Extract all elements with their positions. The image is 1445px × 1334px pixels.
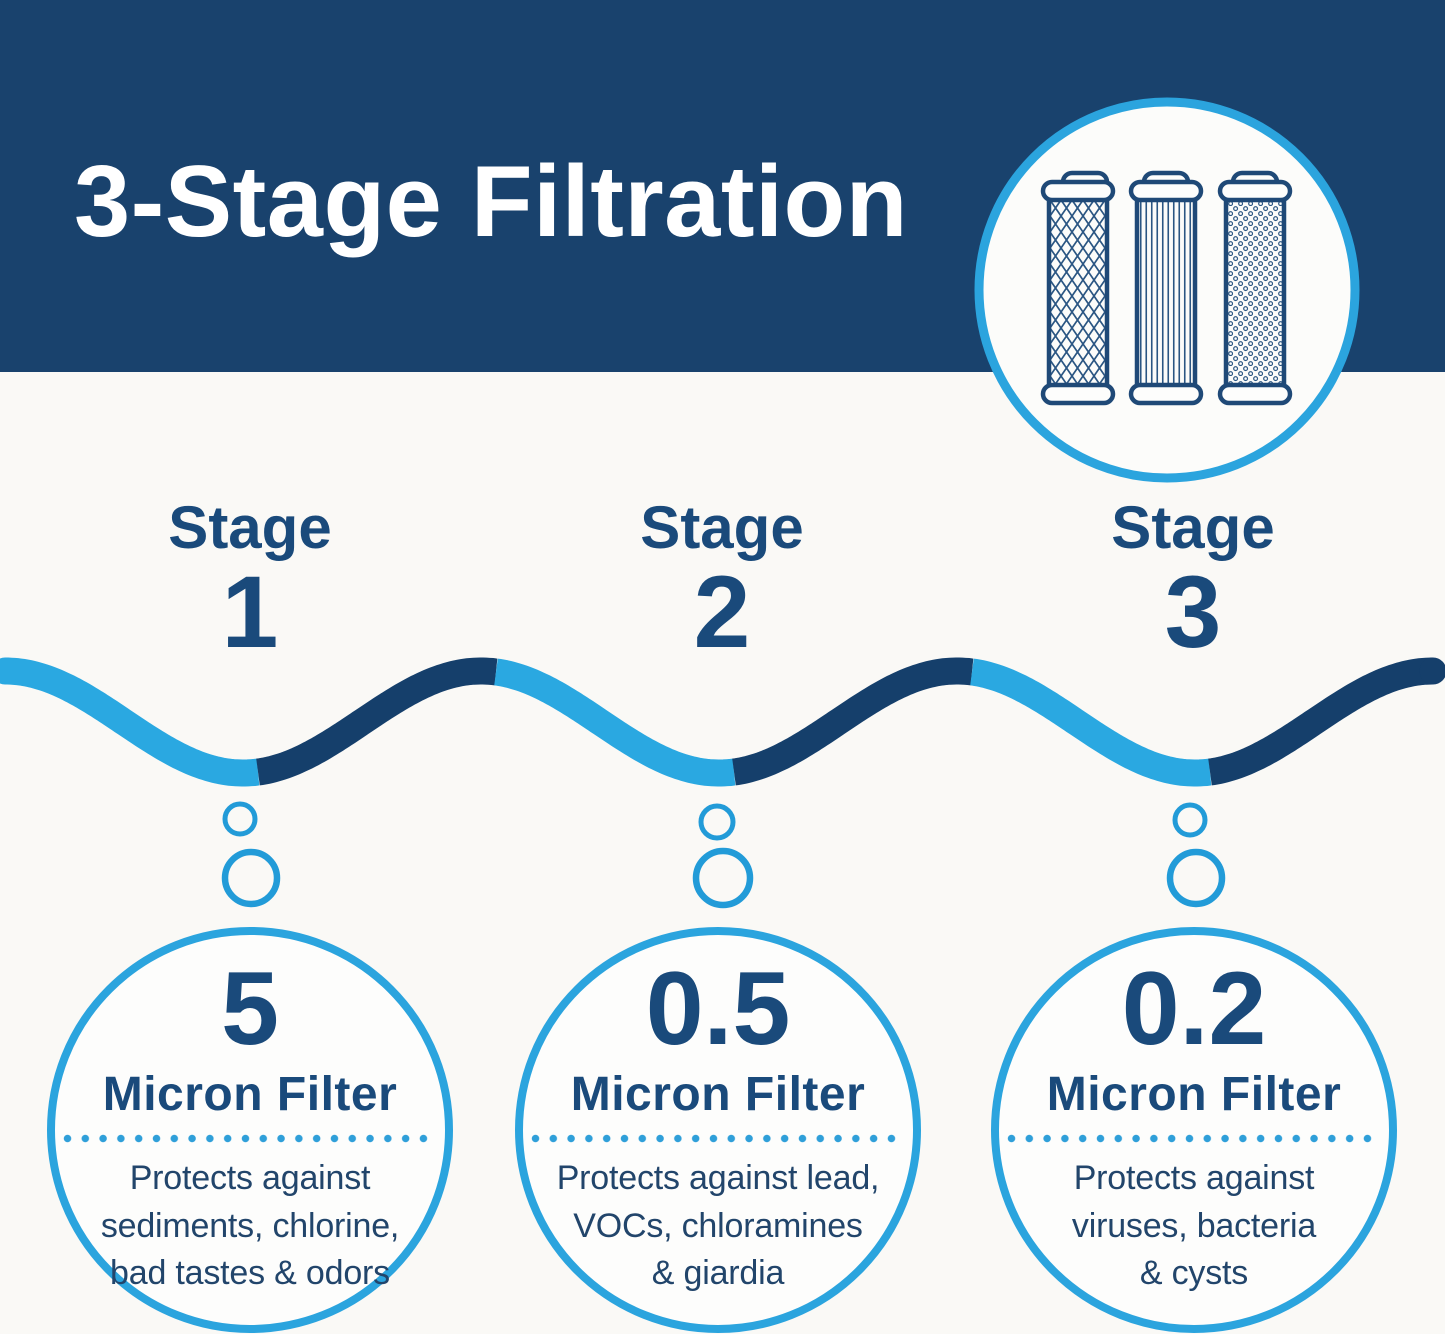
dotted-divider: [531, 1134, 905, 1143]
wave-segment: [732, 657, 974, 786]
stage-2-label: Stage: [640, 494, 804, 561]
wave-endcap: [0, 657, 19, 685]
stage-3-info-circle: 0.2 Micron Filter Protects against virus…: [991, 927, 1397, 1333]
wave-endcap: [1419, 657, 1445, 685]
wave-segment: [970, 658, 1212, 787]
stage-3-micron-value: 0.2: [1121, 951, 1267, 1067]
wave-segment: [1208, 657, 1433, 786]
stage-1-number: 1: [221, 555, 279, 669]
bubble-icon: [1172, 802, 1208, 838]
stage-2-description: Protects against lead, VOCs, chloramines…: [556, 1159, 880, 1293]
stage-3-heading: Stage 3: [1033, 494, 1353, 669]
wave-segment: [494, 658, 736, 787]
page-title: 3-Stage Filtration: [74, 146, 908, 258]
stage-2-number: 2: [693, 555, 751, 669]
wave-segment: [256, 657, 498, 786]
mesh-cartridge-icon: [1040, 170, 1116, 406]
bubble-icon: [1166, 848, 1226, 908]
stage-1-heading: Stage 1: [90, 494, 410, 669]
stage-2-heading: Stage 2: [562, 494, 882, 669]
stage-1-info-circle: 5 Micron Filter Protects against sedimen…: [47, 927, 453, 1333]
stage-1-description: Protects against sediments, chlorine, ba…: [100, 1159, 400, 1293]
pleated-cartridge-icon: [1128, 170, 1204, 406]
dotted-divider: [1007, 1134, 1381, 1143]
stage-2-micron-label: Micron Filter: [570, 1068, 866, 1121]
stage-1-label: Stage: [168, 494, 332, 561]
filter-cartridges-icon: [974, 97, 1360, 483]
stage-3-number: 3: [1164, 555, 1222, 669]
bubble-icon: [221, 848, 281, 908]
stage-3-label: Stage: [1111, 494, 1275, 561]
stage-1-micron-label: Micron Filter: [102, 1068, 398, 1121]
stage-2-info-circle: 0.5 Micron Filter Protects against lead,…: [515, 927, 921, 1333]
stage-3-micron-label: Micron Filter: [1046, 1068, 1342, 1121]
stage-1-micron-value: 5: [221, 951, 279, 1067]
bubble-icon: [698, 803, 736, 841]
stage-2-micron-value: 0.5: [645, 951, 791, 1067]
dotted-divider: [63, 1134, 437, 1143]
granular-cartridge-icon: [1217, 170, 1293, 406]
bubble-icon: [222, 801, 258, 837]
wave-segment: [5, 657, 260, 787]
bubble-icon: [692, 847, 754, 909]
stage-3-description: Protects against viruses, bacteria & cys…: [1071, 1159, 1317, 1293]
